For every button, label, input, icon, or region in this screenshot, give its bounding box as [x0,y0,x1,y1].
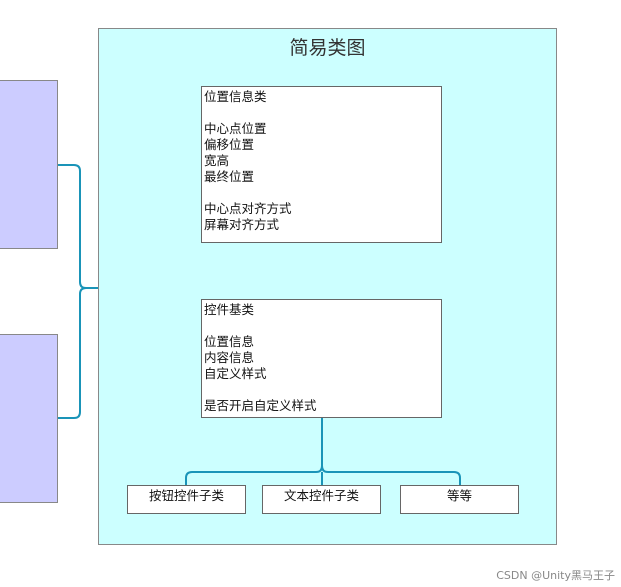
class-line: 偏移位置 [204,137,255,152]
class-line: 屏幕对齐方式 [204,217,280,232]
left-partial-block-bottom [0,334,58,503]
diagram-title: 简易类图 [289,37,366,59]
class-line: 内容信息 [204,350,255,365]
class-line-blank [204,185,439,201]
class-line: 中心点对齐方式 [204,201,292,216]
class-line-blank [204,105,439,121]
text-subclass-box: 文本控件子类 [262,485,381,514]
widget-base-class-box: 控件基类 位置信息 内容信息 自定义样式 是否开启自定义样式 [201,299,442,418]
class-line: 控件基类 [204,302,255,317]
left-partial-block-top [0,80,58,249]
position-info-class-box: 位置信息类 中心点位置 偏移位置 宽高 最终位置 中心点对齐方式 屏幕对齐方式 [201,86,442,243]
subclass-tree-connector [185,418,461,485]
left-bracket-connector [58,164,98,419]
class-line: 位置信息类 [204,89,267,104]
button-subclass-box: 按钮控件子类 [127,485,246,514]
class-line: 自定义样式 [204,366,267,381]
class-line-blank [204,318,439,334]
class-line-blank [204,382,439,398]
class-line: 是否开启自定义样式 [204,398,317,413]
class-line: 位置信息 [204,334,255,349]
class-line: 中心点位置 [204,121,267,136]
watermark: CSDN @Unity黑马王子 [496,569,615,582]
class-line: 最终位置 [204,169,255,184]
class-line: 宽高 [204,153,230,168]
etc-subclass-box: 等等 [400,485,519,514]
